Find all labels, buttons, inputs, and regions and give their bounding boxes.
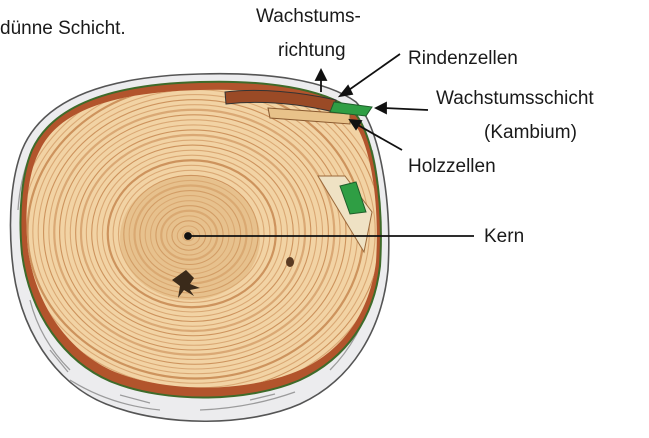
cambium-pointer-line <box>384 108 428 110</box>
label-wood-cells: Holzzellen <box>408 156 496 178</box>
label-growth-direction-line1: Wachstums- <box>256 6 361 28</box>
label-bark-cells: Rindenzellen <box>408 48 518 70</box>
bark-pointer-line <box>346 54 400 92</box>
label-cambium-line1: Wachstumsschicht <box>436 88 594 110</box>
label-growth-direction-line2: richtung <box>278 40 346 62</box>
caption-fragment: dünne Schicht. <box>0 18 126 40</box>
bark-pointer-arrowhead <box>340 86 352 96</box>
growth-direction-arrowhead <box>316 70 326 80</box>
cambium-pointer-arrowhead <box>376 103 386 113</box>
label-core: Kern <box>484 226 524 248</box>
label-cambium-line2: (Kambium) <box>484 122 577 144</box>
core-dot <box>185 233 191 239</box>
knot-right <box>286 257 294 267</box>
